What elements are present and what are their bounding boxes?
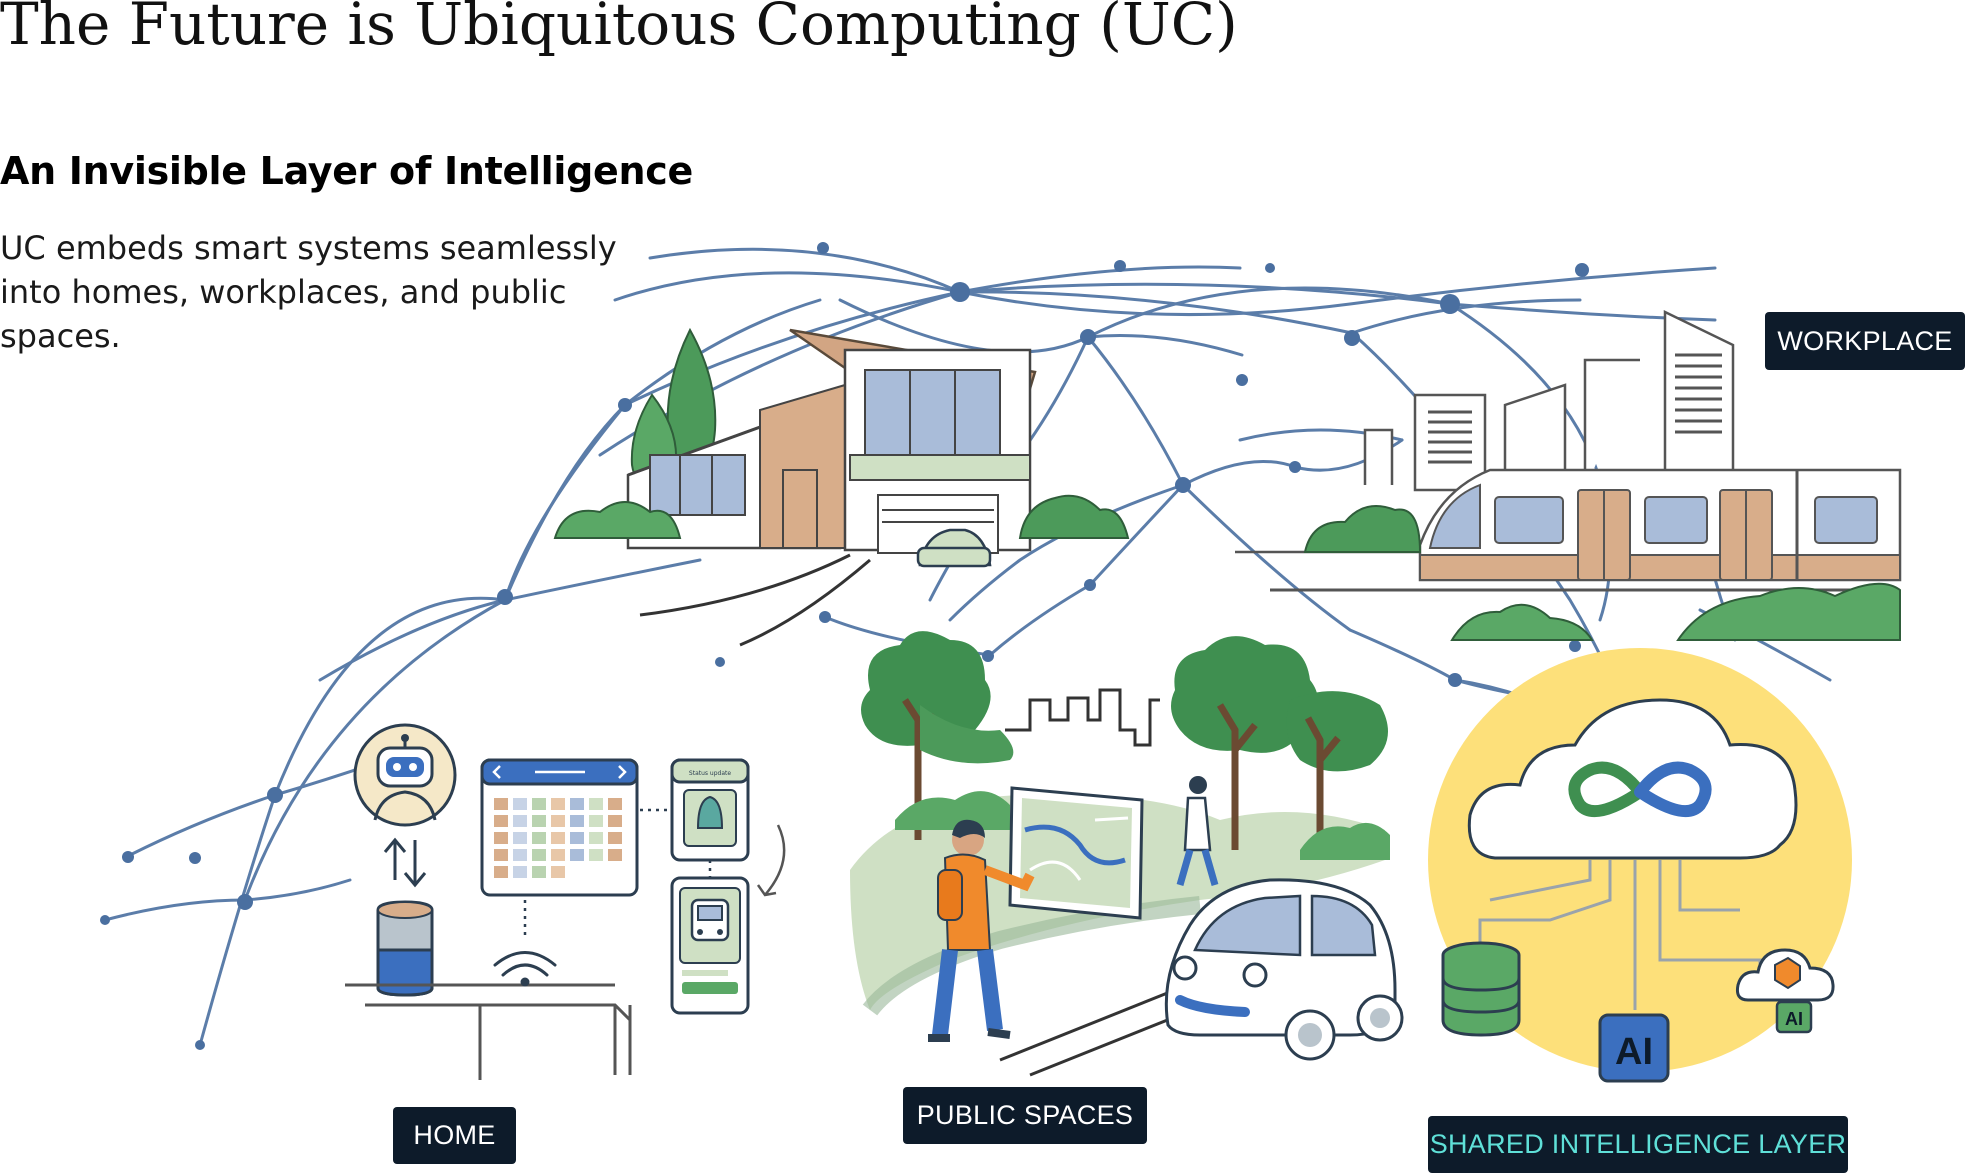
- person-with-backpack: [928, 819, 1035, 1042]
- autonomous-car: [1164, 878, 1404, 1061]
- calendar-day-cell: [589, 849, 603, 861]
- calendar-day-cell: [532, 849, 546, 861]
- ai-chip-icon: AI: [1598, 1013, 1670, 1083]
- label-home: HOME: [393, 1107, 516, 1164]
- robot-assistant-icon: [353, 723, 457, 827]
- calendar-day-cell: [551, 849, 565, 861]
- calendar-day-cell: [608, 849, 622, 861]
- calendar-day-cell: [513, 798, 527, 810]
- page-title: The Future is Ubiquitous Computing (UC): [0, 0, 1238, 58]
- calendar-day-cell: [589, 815, 603, 827]
- walking-person: [1176, 776, 1219, 886]
- ai-mini-badge-label: AI: [1785, 1009, 1803, 1029]
- label-public-spaces: PUBLIC SPACES: [903, 1087, 1147, 1144]
- calendar-day-cell: [608, 815, 622, 827]
- map-kiosk: [1008, 786, 1144, 920]
- calendar-day-cell: [551, 866, 565, 878]
- calendar-day-cell: [532, 832, 546, 844]
- calendar-day-cell: [551, 815, 565, 827]
- calendar-icon: [480, 758, 639, 897]
- phone-icon: Status update: [670, 758, 750, 862]
- label-shared-intelligence-layer: SHARED INTELLIGENCE LAYER: [1428, 1116, 1848, 1173]
- calendar-day-cell: [513, 815, 527, 827]
- calendar-day-cell: [532, 866, 546, 878]
- section-heading: An Invisible Layer of Intelligence: [0, 149, 693, 193]
- label-workplace: WORKPLACE: [1765, 312, 1965, 370]
- smart-speaker-icon: [376, 900, 434, 997]
- calendar-day-cell: [570, 832, 584, 844]
- calendar-day-cell: [513, 849, 527, 861]
- calendar-day-cell: [589, 798, 603, 810]
- house-illustration: [553, 327, 1130, 647]
- database-icon: [1441, 941, 1521, 1037]
- public-spaces-illustration: [850, 631, 1404, 1077]
- network-nodes: [100, 242, 1589, 1050]
- calendar-day-cell: [589, 832, 603, 844]
- phone-icon: [670, 876, 750, 1015]
- intro-paragraph: UC embeds smart systems seamlessly into …: [0, 229, 617, 355]
- calendar-day-cell: [608, 832, 622, 844]
- infinity-icon: [1568, 761, 1712, 818]
- calendar-day-cell: [494, 798, 508, 810]
- calendar-day-cell: [494, 849, 508, 861]
- shared-intelligence-illustration: AI AI: [1428, 648, 1852, 1083]
- ai-cloud-badge-icon: AI: [1736, 948, 1835, 1034]
- tree-right: [1171, 636, 1388, 850]
- calendar-grid: [494, 798, 622, 878]
- calendar-day-cell: [513, 866, 527, 878]
- phone-screen-caption: Status update: [689, 770, 731, 777]
- calendar-day-cell: [570, 815, 584, 827]
- calendar-day-cell: [608, 798, 622, 810]
- calendar-day-cell: [570, 849, 584, 861]
- calendar-day-cell: [570, 798, 584, 810]
- workplace-illustration: [1235, 310, 1902, 641]
- bus-icon: [690, 898, 730, 942]
- wifi-icon: [493, 951, 557, 987]
- calendar-day-cell: [494, 866, 508, 878]
- calendar-day-cell: [494, 832, 508, 844]
- tree-left: [861, 631, 1014, 840]
- calendar-day-cell: [513, 832, 527, 844]
- home-devices: Status update: [345, 723, 786, 1080]
- calendar-day-cell: [532, 815, 546, 827]
- ai-chip-label: AI: [1615, 1031, 1653, 1073]
- calendar-day-cell: [532, 798, 546, 810]
- calendar-day-cell: [551, 798, 565, 810]
- calendar-day-cell: [494, 815, 508, 827]
- calendar-day-cell: [551, 832, 565, 844]
